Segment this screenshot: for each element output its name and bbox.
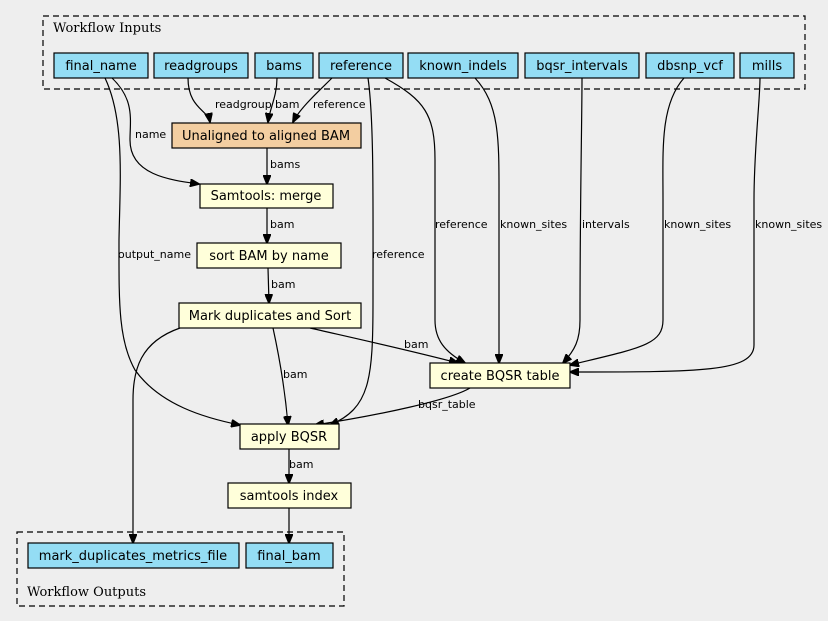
input-node-reference[interactable]: reference (318, 52, 404, 79)
input-label-final-name: final_name (65, 59, 136, 74)
input-label-known-indels: known_indels (419, 59, 507, 74)
edge-known-indels-table (474, 77, 499, 363)
output-label-final-bam: final_bam (257, 549, 320, 564)
edge-reference-apply (330, 77, 374, 425)
edge-labels: readgroup bam reference name bams bam ba… (118, 98, 822, 471)
input-nodes: final_name readgroups bams reference kno… (53, 52, 795, 79)
edge-markdup-table (309, 327, 458, 363)
edge-label-reference-align: reference (313, 98, 366, 111)
input-node-final-name[interactable]: final_name (53, 52, 149, 79)
edge-markdup-apply (272, 327, 288, 425)
step-node-align[interactable]: Unaligned to aligned BAM (171, 122, 362, 149)
step-label-merge: Samtools: merge (211, 189, 322, 204)
step-label-apply-bqsr: apply BQSR (251, 430, 327, 445)
edge-label-bams: bams (270, 158, 300, 171)
input-label-reference: reference (330, 59, 392, 74)
output-node-metrics[interactable]: mark_duplicates_metrics_file (27, 542, 240, 569)
step-node-markdup[interactable]: Mark duplicates and Sort (178, 302, 362, 329)
input-node-bqsr-intervals[interactable]: bqsr_intervals (524, 52, 640, 79)
step-label-sort: sort BAM by name (209, 249, 328, 264)
input-node-known-indels[interactable]: known_indels (407, 52, 519, 79)
input-node-mills[interactable]: mills (739, 52, 795, 79)
edge-label-reference-apply: reference (372, 248, 425, 261)
step-node-sort[interactable]: sort BAM by name (196, 242, 342, 269)
edge-dbsnp-table (570, 77, 685, 365)
workflow-inputs-label: Workflow Inputs (53, 21, 161, 36)
edge-label-known-sites-dbsnp: known_sites (664, 218, 731, 231)
edge-sort-markdup (268, 267, 269, 303)
edge-final-name-merge (111, 77, 199, 184)
input-label-readgroups: readgroups (164, 59, 238, 74)
edges (104, 77, 761, 543)
edge-label-bam-sort: bam (270, 218, 294, 231)
edge-label-name: name (135, 128, 166, 141)
output-nodes: mark_duplicates_metrics_file final_bam (27, 542, 334, 569)
edge-label-reference-table: reference (435, 218, 488, 231)
edge-label-intervals: intervals (582, 218, 630, 231)
edge-final-name-apply (104, 77, 240, 425)
edge-label-output-name: output_name (118, 248, 191, 261)
input-label-dbsnp-vcf: dbsnp_vcf (657, 59, 723, 74)
workflow-outputs-label: Workflow Outputs (27, 585, 146, 600)
edge-readgroups-align (187, 77, 210, 122)
edge-label-bam-index: bam (289, 458, 313, 471)
workflow-inputs-cluster: Workflow Inputs (42, 15, 806, 90)
edge-label-bam-align: bam (275, 98, 299, 111)
edge-bams-align (268, 77, 278, 122)
step-node-bqsr-table[interactable]: create BQSR table (429, 362, 571, 389)
step-label-markdup: Mark duplicates and Sort (189, 309, 352, 324)
input-node-readgroups[interactable]: readgroups (153, 52, 249, 79)
edge-label-bam-markdup: bam (271, 278, 295, 291)
input-label-bams: bams (266, 59, 302, 74)
edge-reference-align (293, 77, 333, 122)
edge-reference-table (384, 77, 465, 363)
input-node-dbsnp-vcf[interactable]: dbsnp_vcf (645, 52, 735, 79)
edge-mills-table (570, 77, 761, 372)
step-label-bqsr-table: create BQSR table (441, 369, 560, 384)
output-label-metrics: mark_duplicates_metrics_file (39, 549, 227, 564)
edge-label-bam-apply: bam (283, 368, 307, 381)
step-nodes: Unaligned to aligned BAM Samtools: merge… (171, 122, 571, 509)
edge-table-apply (315, 387, 471, 425)
workflow-outputs-cluster: Workflow Outputs (16, 531, 345, 607)
step-label-align: Unaligned to aligned BAM (182, 129, 350, 144)
input-label-bqsr-intervals: bqsr_intervals (536, 59, 628, 74)
step-node-apply-bqsr[interactable]: apply BQSR (239, 423, 340, 450)
edge-label-readgroup: readgroup (215, 98, 272, 111)
edge-label-known-sites-indels: known_sites (500, 218, 567, 231)
step-label-samtools-index: samtools index (240, 489, 339, 504)
step-node-samtools-index[interactable]: samtools index (227, 482, 352, 509)
edge-label-bqsr-table: bqsr_table (418, 398, 476, 411)
output-node-final-bam[interactable]: final_bam (245, 542, 334, 569)
edge-markdup-metrics (133, 327, 181, 543)
edge-label-known-sites-mills: known_sites (755, 218, 822, 231)
edge-intervals-table (563, 77, 583, 363)
edge-label-bam-table: bam (404, 338, 428, 351)
step-node-merge[interactable]: Samtools: merge (199, 183, 334, 209)
input-node-bams[interactable]: bams (254, 52, 314, 79)
input-label-mills: mills (752, 59, 782, 74)
